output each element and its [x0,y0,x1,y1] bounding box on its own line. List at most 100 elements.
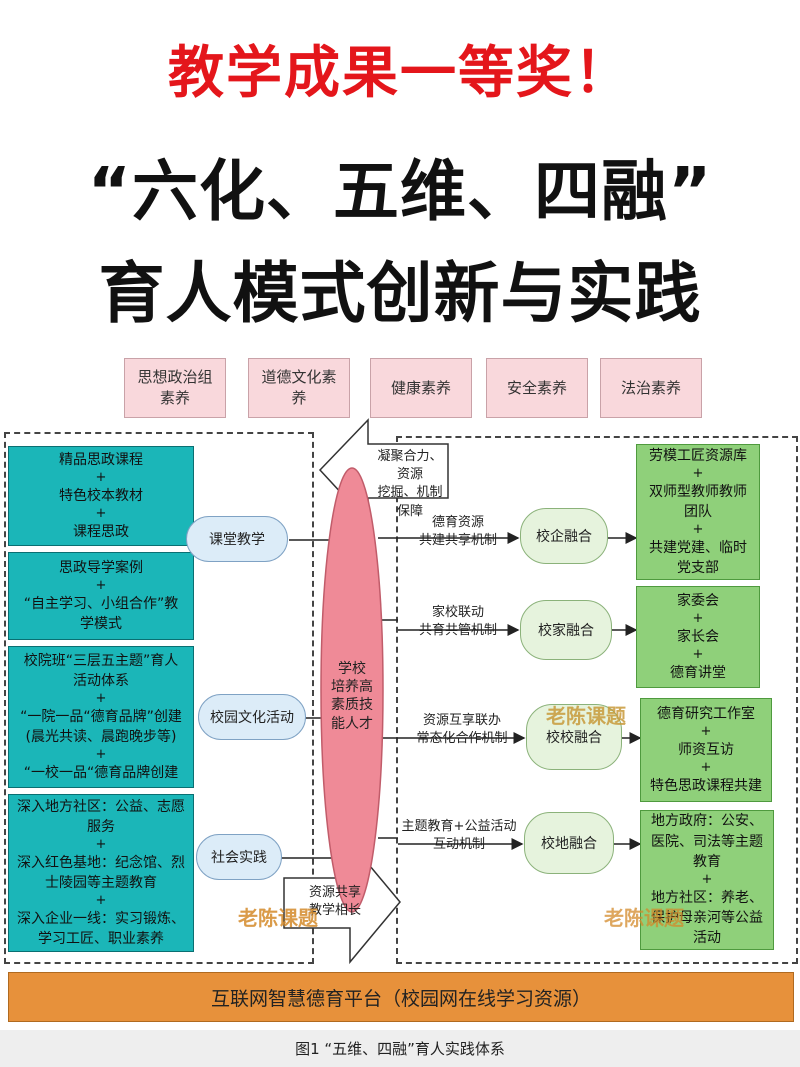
literacy-box-health: 健康素养 [370,358,472,418]
box-line: “一校一品“德育品牌创建 [23,765,179,782]
box-line: 团队 [684,503,712,520]
box-line: 课程思政 [73,523,129,540]
literacy-label: 道德文化素 养 [261,368,337,407]
literacy-label: 健康素养 [390,378,451,397]
pill-social-practice: 社会实践 [196,834,282,880]
bottom-arrow-line: 资源共享 [308,885,361,900]
mechanism-3: 资源互享联办 常态化合作机制 [400,712,524,748]
mechanism-2: 家校联动 共育共管机制 [400,604,516,640]
box-line: 精品思政课程 [59,451,143,468]
pill-label: 课堂教学 [209,532,265,548]
center-line: 培养高 [331,679,373,696]
mechanism-line: 资源互享联办 [422,713,501,728]
pill-label: 校家融合 [538,623,594,639]
pill-school-local: 校地融合 [524,812,614,874]
mechanism-line: 常态化合作机制 [416,731,508,747]
box-line: 家委会 [677,592,719,609]
box-line: 活动 [693,930,721,947]
box-line: 双师型教师教师 [649,483,747,500]
box-line: 党支部 [677,560,719,577]
bottom-arrow-text: 资源共享 教学相长 [300,884,370,920]
left-box-activities: 校院班“三层五主题”育人 活动体系 + “一院一品“德育品牌”创建 (晨光共读、… [8,646,194,788]
center-text: 学校 培养高 素质技 能人才 [325,660,379,733]
box-line: + [700,724,712,740]
pill-label: 社会实践 [211,850,267,866]
box-line: “自主学习、小组合作”教 [23,595,179,612]
box-line: 教育 [693,853,721,870]
box-line: + [95,578,107,594]
box-line: 学习工匠、职业素养 [38,931,164,948]
box-line: 特色思政课程共建 [650,777,762,794]
mechanism-line: 主题教育+公益活动 [401,819,517,834]
main-title-line2: 育人模式创新与实践 [98,255,702,332]
box-line: + [692,611,704,627]
literacy-box-political: 思想政治组 素养 [124,358,226,418]
pill-school-enterprise: 校企融合 [520,508,608,564]
mechanism-line: 德育资源 [431,515,484,530]
box-line: 特色校本教材 [59,487,143,504]
left-box-case: 思政导学案例 + “自主学习、小组合作”教 学模式 [8,552,194,640]
pill-school-family: 校家融合 [520,600,612,660]
box-line: + [95,747,107,763]
caption-label: 图1 “五维、四融”育人实践体系 [295,1040,505,1058]
right-box-enterprise: 劳模工匠资源库 + 双师型教师教师 团队 + 共建党建、临时 党支部 [636,444,760,580]
pill-label: 校地融合 [541,836,597,852]
box-line: + [95,470,107,486]
box-line: + [692,522,704,538]
box-line: + [95,893,107,909]
box-line: + [95,506,107,522]
platform-label: 互联网智慧德育平台（校园网在线学习资源） [210,987,591,1010]
center-line: 素质技 [331,697,373,714]
center-line: 能人才 [331,715,373,732]
literacy-label: 安全素养 [506,378,567,397]
box-line: “一院一品“德育品牌”创建 [20,708,182,725]
pill-classroom-teaching: 课堂教学 [186,516,288,562]
box-line: 活动体系 [73,672,129,689]
box-line: 士陵园等主题教育 [45,875,157,891]
figure-caption: 图1 “五维、四融”育人实践体系 [0,1030,800,1067]
mechanism-1: 德育资源 共建共享机制 [400,514,516,550]
bottom-arrow-line: 教学相长 [308,903,361,919]
pill-label: 校企融合 [536,529,592,545]
mechanism-line: 互动机制 [432,837,485,853]
box-line: 德育讲堂 [670,664,726,681]
box-line: 德育研究工作室 [657,705,755,722]
center-ellipse [320,467,384,913]
box-line: + [692,647,704,663]
pill-label: 校园文化活动 [210,710,294,726]
top-arrow-text: 凝聚合力、资源 挖掘、机制保障 [372,448,448,521]
box-line: 家长会 [677,628,719,645]
right-box-local: 地方政府：公安、 医院、司法等主题 教育 + 地方社区：养老、 保护母亲河等公益… [640,810,774,950]
mechanism-line: 家校联动 [431,605,484,620]
mechanism-line: 共育共管机制 [418,623,497,639]
right-box-family: 家委会 + 家长会 + 德育讲堂 [636,586,760,688]
watermark: 老陈课题 [546,704,626,728]
box-line: (晨光共读、晨跑晚步等) [25,729,177,746]
box-line: + [692,465,704,481]
pill-school-school: 校校融合 [526,704,622,770]
left-box-practice: 深入地方社区：公益、志愿 服务 + 深入红色基地：纪念馆、烈 士陵园等主题教育 … [8,794,194,952]
left-box-course: 精品思政课程 + 特色校本教材 + 课程思政 [8,446,194,546]
box-line: + [701,872,713,888]
literacy-box-law: 法治素养 [600,358,702,418]
box-line: 医院、司法等主题 [651,833,763,850]
pill-label: 校校融合 [546,730,602,746]
pill-campus-culture: 校园文化活动 [198,694,306,740]
box-line: 学模式 [80,615,122,632]
literacy-box-safety: 安全素养 [486,358,588,418]
right-box-school: 德育研究工作室 + 师资互访 + 特色思政课程共建 [640,698,772,802]
mechanism-line: 共建共享机制 [418,533,497,549]
mechanism-4: 主题教育+公益活动 互动机制 [394,818,524,854]
box-line: 保护母亲河等公益 [651,910,763,927]
box-line: + [700,760,712,776]
box-line: 校院班“三层五主题”育人 [23,652,179,669]
top-arrow-line: 挖掘、机制保障 [377,485,443,519]
box-line: 深入红色基地：纪念馆、烈 [17,854,185,871]
box-line: + [95,691,107,707]
box-line: 深入企业一线：实习锻炼、 [17,910,185,927]
box-line: 劳模工匠资源库 [649,447,747,464]
box-line: 地方政府：公安、 [651,813,763,830]
right-dashed-region [396,436,798,964]
watermark: 老陈课题 [604,906,684,930]
